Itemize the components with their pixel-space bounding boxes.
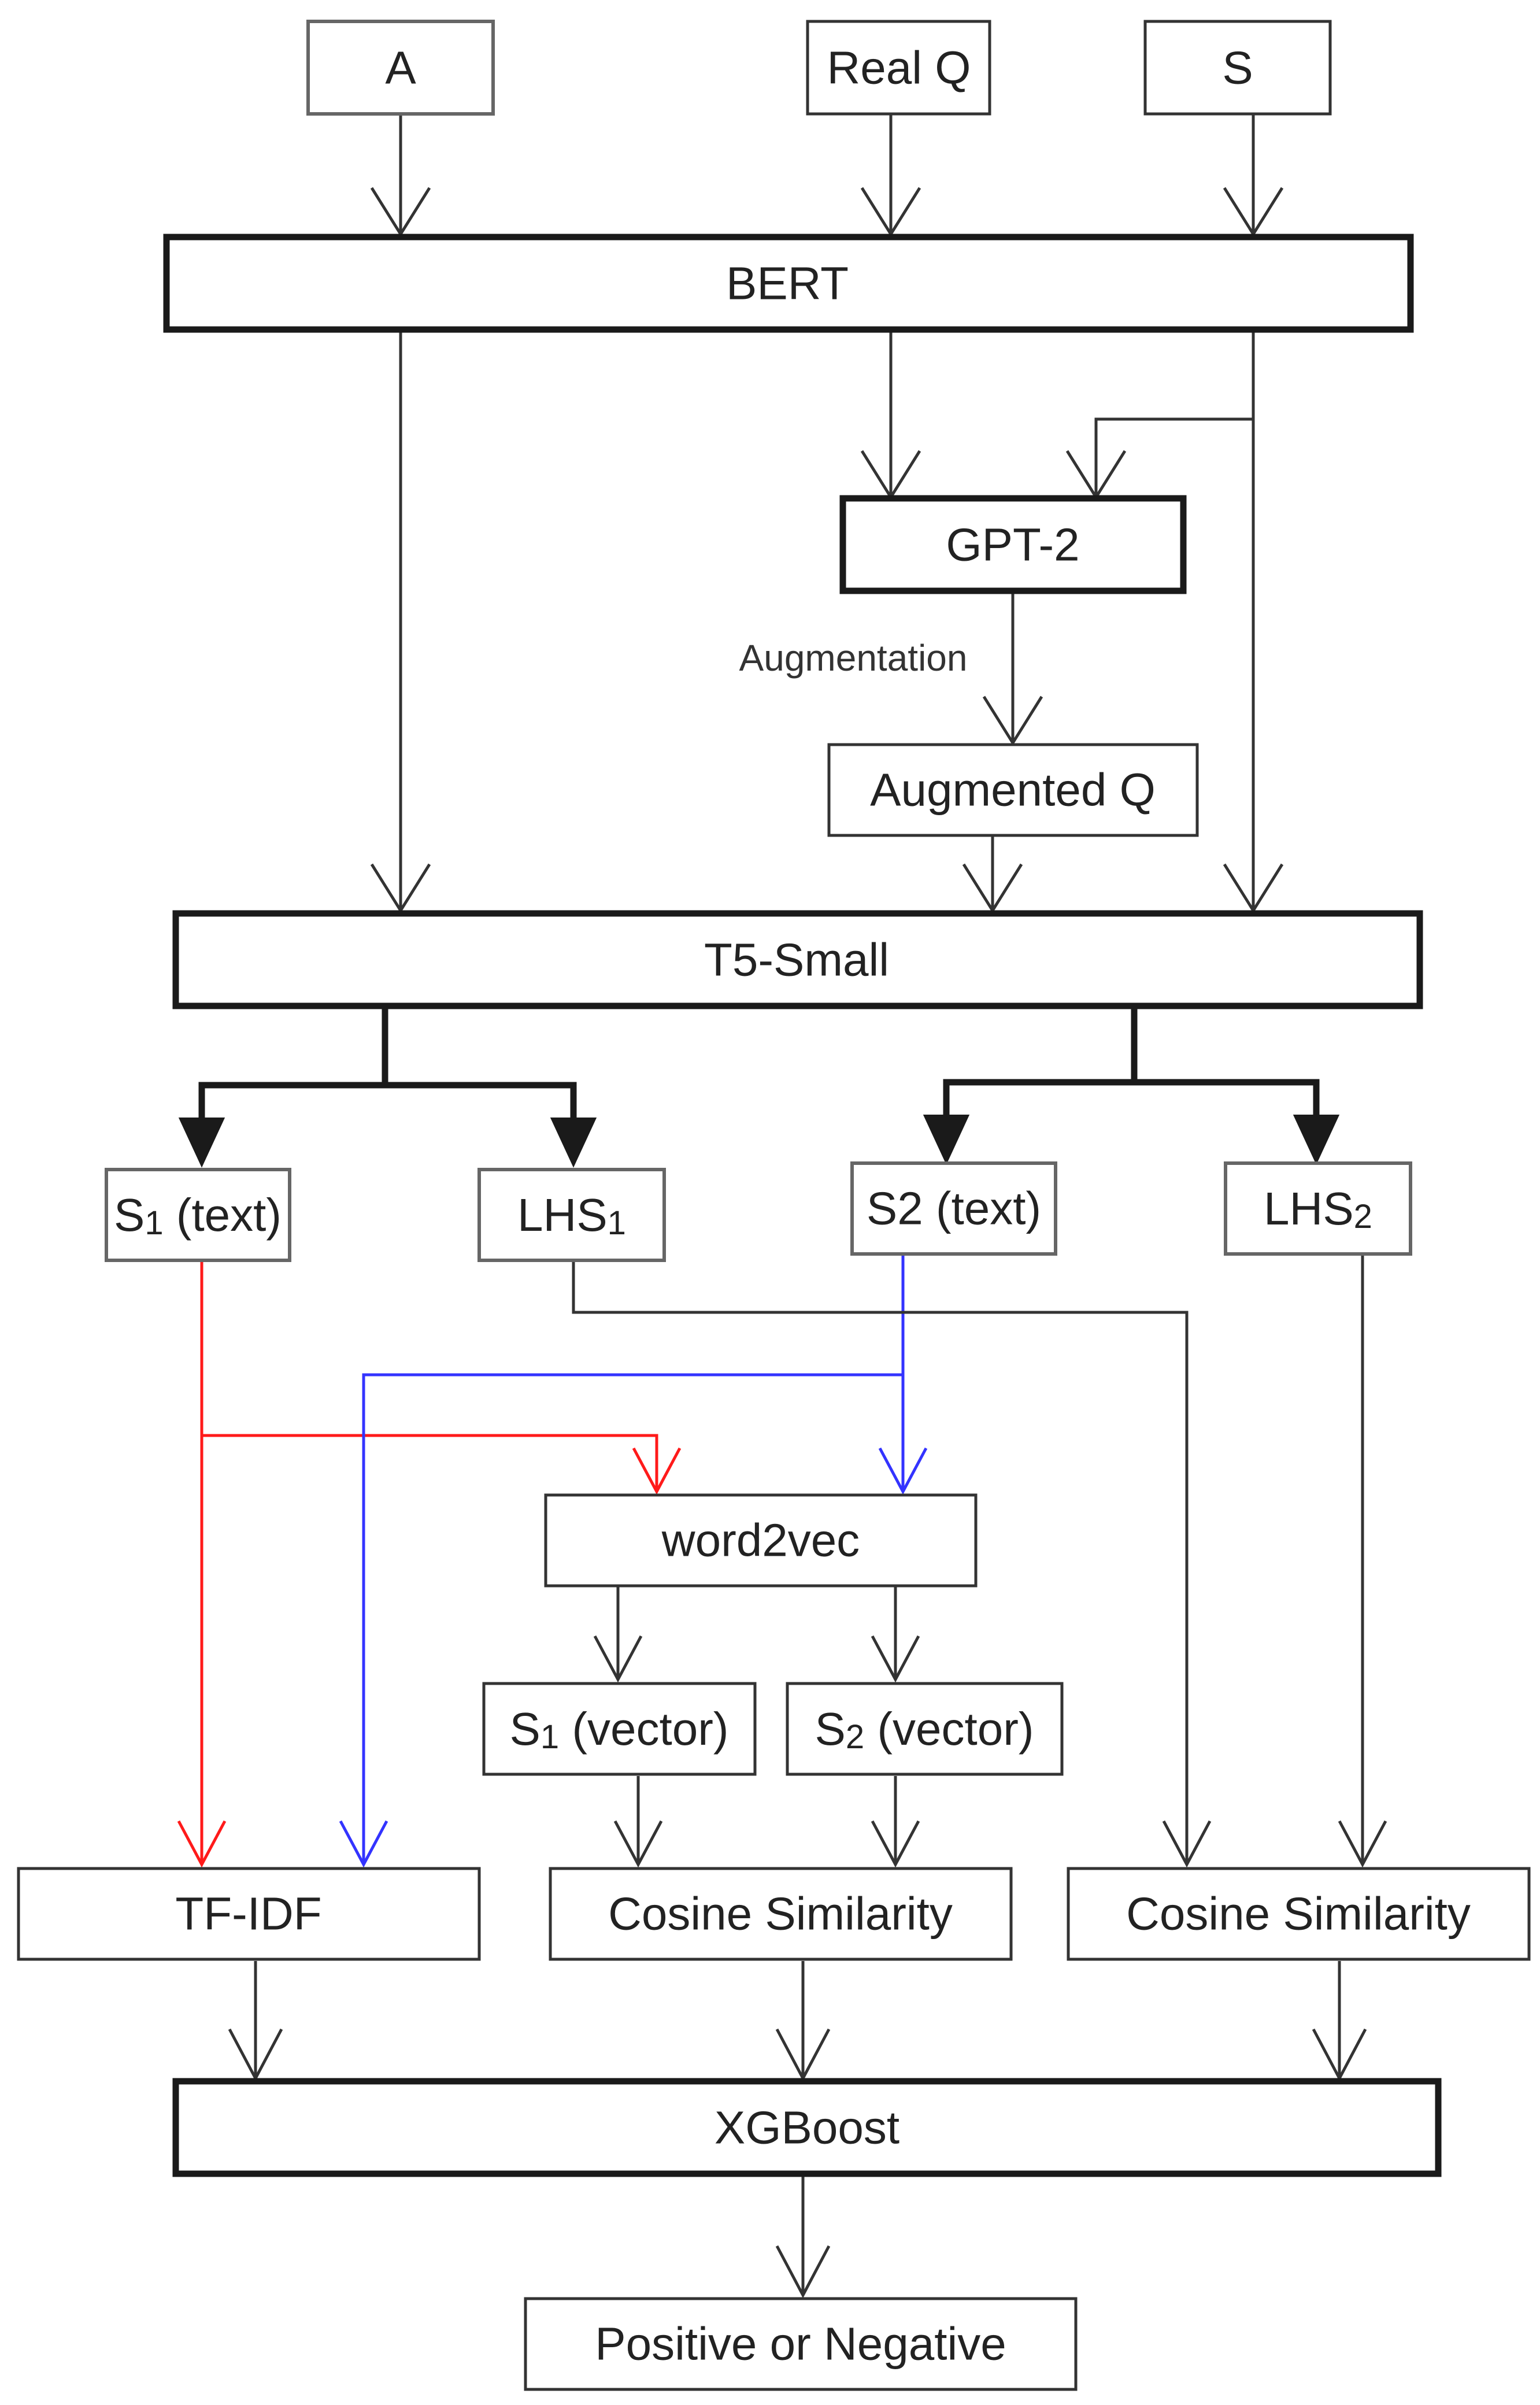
arrowhead [1338, 1820, 1387, 1868]
svg-text:S1 (text): S1 (text) [114, 1189, 282, 1242]
edge-t5-right-branch [943, 1007, 1320, 1133]
svg-text:S1 (vector): S1 (vector) [510, 1703, 729, 1756]
node-s1-text-sub: 1 [145, 1204, 163, 1242]
node-s1-vector-base: S [510, 1703, 541, 1755]
arrowhead [982, 695, 1043, 746]
node-s1-vector-sub: 1 [541, 1718, 559, 1756]
node-augmented-q-label: Augmented Q [870, 764, 1156, 816]
node-xgboost: XGBoost [172, 2078, 1442, 2177]
node-s1-vector: S1 (vector) [482, 1682, 757, 1776]
arrowhead [1293, 1115, 1340, 1165]
node-cosine-similarity-2: Cosine Similarity [1067, 1867, 1531, 1961]
edge-lhs1-cosine2 [572, 1261, 1189, 1864]
node-output-label: Positive or Negative [595, 2318, 1006, 2370]
node-s2-vector: S2 (vector) [786, 1682, 1064, 1776]
node-s2-vector-base: S [815, 1703, 846, 1755]
edge-t5-left-branch [198, 1007, 577, 1136]
arrowhead [1162, 1820, 1212, 1868]
node-s2-vector-sub: 2 [846, 1718, 864, 1756]
node-s1-vector-rest: (vector) [559, 1703, 728, 1755]
node-a-label: A [385, 42, 416, 94]
arrowhead [593, 1635, 643, 1683]
node-gpt2: GPT-2 [839, 495, 1187, 594]
node-lhs2-sub: 2 [1354, 1198, 1372, 1235]
arrowhead [177, 1820, 227, 1868]
node-augmented-q: Augmented Q [827, 743, 1199, 837]
edges [177, 114, 1387, 2299]
arrowhead [923, 1115, 970, 1165]
node-s1-text-base: S [114, 1189, 145, 1241]
node-lhs2-base: LHS [1264, 1183, 1354, 1234]
node-cosine-similarity-2-label: Cosine Similarity [1126, 1888, 1471, 1940]
node-s: S [1143, 20, 1332, 116]
node-lhs1-base: LHS [517, 1189, 608, 1241]
arrowhead [871, 1820, 920, 1868]
node-bert: BERT [163, 234, 1414, 333]
arrowhead [613, 1820, 663, 1868]
node-cosine-similarity-1: Cosine Similarity [549, 1867, 1013, 1961]
augmentation-label: Augmentation [739, 637, 968, 679]
node-lhs1-sub: 1 [608, 1204, 626, 1242]
arrowhead [775, 2245, 831, 2299]
node-t5-small-label: T5-Small [704, 934, 889, 986]
node-bert-label: BERT [726, 258, 849, 309]
svg-text:LHS2: LHS2 [1264, 1183, 1372, 1236]
node-gpt2-label: GPT-2 [946, 519, 1079, 571]
node-xgboost-label: XGBoost [715, 2102, 899, 2154]
node-s-label: S [1222, 42, 1253, 94]
arrowhead [550, 1118, 597, 1168]
node-s1-text-rest: (text) [164, 1189, 282, 1241]
node-word2vec: word2vec [544, 1493, 978, 1588]
svg-text:S2 (vector): S2 (vector) [815, 1703, 1034, 1756]
node-t5-small: T5-Small [172, 910, 1423, 1009]
node-s1-text: S1 (text) [105, 1168, 291, 1262]
node-tfidf-label: TF-IDF [175, 1888, 321, 1940]
node-tfidf: TF-IDF [17, 1867, 481, 1961]
svg-text:LHS1: LHS1 [517, 1189, 626, 1242]
node-lhs1: LHS1 [477, 1168, 666, 1262]
edge-s2-text-blue [362, 1256, 905, 1864]
arrowhead [871, 1635, 920, 1683]
node-s2-text-label: S2 (text) [867, 1183, 1041, 1234]
arrowhead [632, 1447, 682, 1495]
node-output: Positive or Negative [524, 2297, 1078, 2391]
node-s2-vector-rest: (vector) [864, 1703, 1034, 1755]
node-real-q: Real Q [806, 20, 991, 116]
edge-s1-text-red [200, 1261, 658, 1864]
node-lhs2: LHS2 [1224, 1161, 1412, 1256]
node-a: A [306, 20, 495, 116]
arrowhead [339, 1820, 388, 1868]
node-real-q-label: Real Q [827, 42, 971, 94]
arrowhead [878, 1447, 928, 1495]
node-word2vec-label: word2vec [661, 1515, 860, 1566]
node-s2-text: S2 (text) [850, 1161, 1057, 1256]
node-cosine-similarity-1-label: Cosine Similarity [608, 1888, 953, 1940]
edge-bert-gpt2-s [1094, 417, 1253, 497]
arrowhead [178, 1118, 225, 1168]
